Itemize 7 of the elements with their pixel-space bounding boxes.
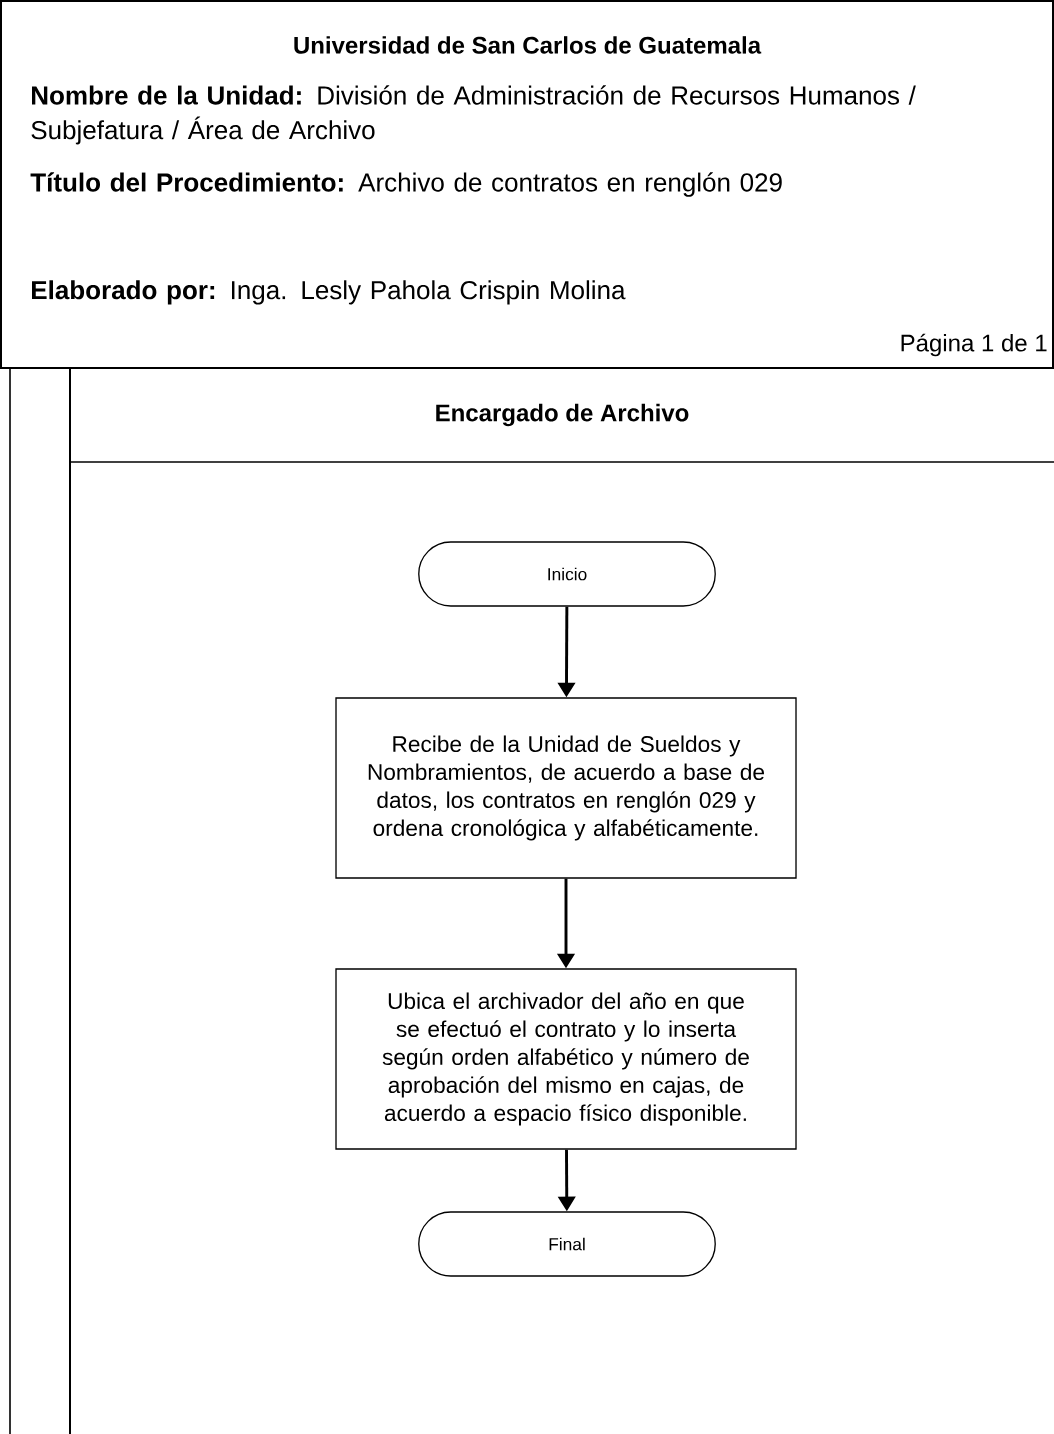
- process-box: Ubica el archivador del año en que se efectuó el contrato y lo inserta según orden alfabético y número de aprobación del mismo en cajas, de acuerdo a espacio físico disponible.: [335, 968, 797, 1150]
- title: Universidad de San Carlos de Guatemala: [294, 36, 762, 54]
- header-text: Elaborado por: Inga. Lesly Pahola Crispin Molina: [32, 280, 626, 305]
- header-text: Título del Procedimiento: Archivo de contratos en renglón 029: [30, 172, 782, 197]
- process-box: Recibe de la Unidad de Sueldos y Nombramientos, de acuerdo a base de datos, los contratos en renglón 029 y ordena cronológica y alfabéticamente.: [335, 697, 797, 879]
- page-number: Página 1 de 1: [901, 333, 1047, 357]
- header-text: Nombre de la Unidad: División de Administración de Recursos Humanos / Subjefatura / Área de Archivo: [31, 85, 916, 145]
